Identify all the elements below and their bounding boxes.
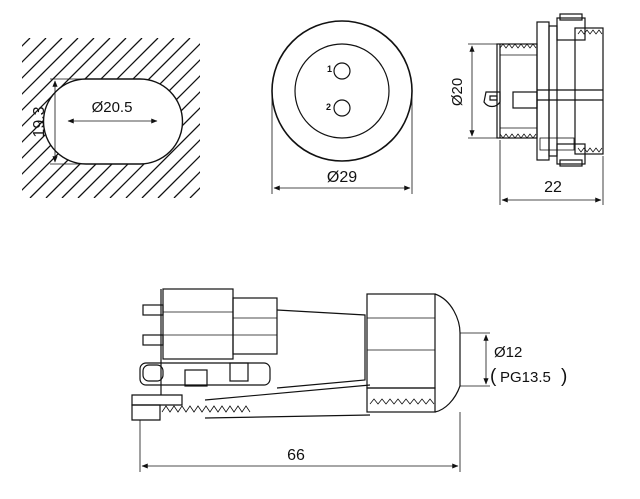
front-diameter-label: Ø29	[327, 169, 357, 186]
flange	[536, 13, 586, 167]
gland-paren-open: (	[490, 366, 497, 387]
cutout-shape	[42, 78, 184, 165]
side-view: Ø20 22	[449, 13, 604, 205]
side-length-label: 22	[544, 179, 562, 196]
plug-socket-body	[139, 288, 278, 387]
cutout-diameter-label: Ø20.5	[92, 99, 133, 116]
gland-paren-close: )	[561, 366, 567, 387]
plug-view: Ø12 ( PG13.5 ) 66	[131, 288, 567, 472]
cable-gland	[366, 293, 461, 413]
thread-body	[496, 43, 538, 139]
pin-1-label: 1	[327, 64, 332, 74]
total-length-label: 66	[287, 447, 305, 464]
plug-sleeve	[131, 309, 371, 421]
pin-2-hole	[333, 99, 351, 117]
pin-2-label: 2	[326, 102, 331, 112]
front-view: 1 2 Ø29	[271, 20, 413, 194]
panel-cutout-view: 19.3 Ø20.5	[22, 38, 200, 198]
cable-diameter-label: Ø12	[494, 344, 522, 361]
rear-body	[483, 27, 604, 155]
gland-thread-label: PG13.5	[500, 369, 551, 386]
thread-diameter-label: Ø20	[449, 78, 466, 106]
cutout-height-label: 19.3	[31, 106, 48, 137]
plug-pins	[142, 289, 164, 395]
pin-1-hole	[333, 62, 351, 80]
